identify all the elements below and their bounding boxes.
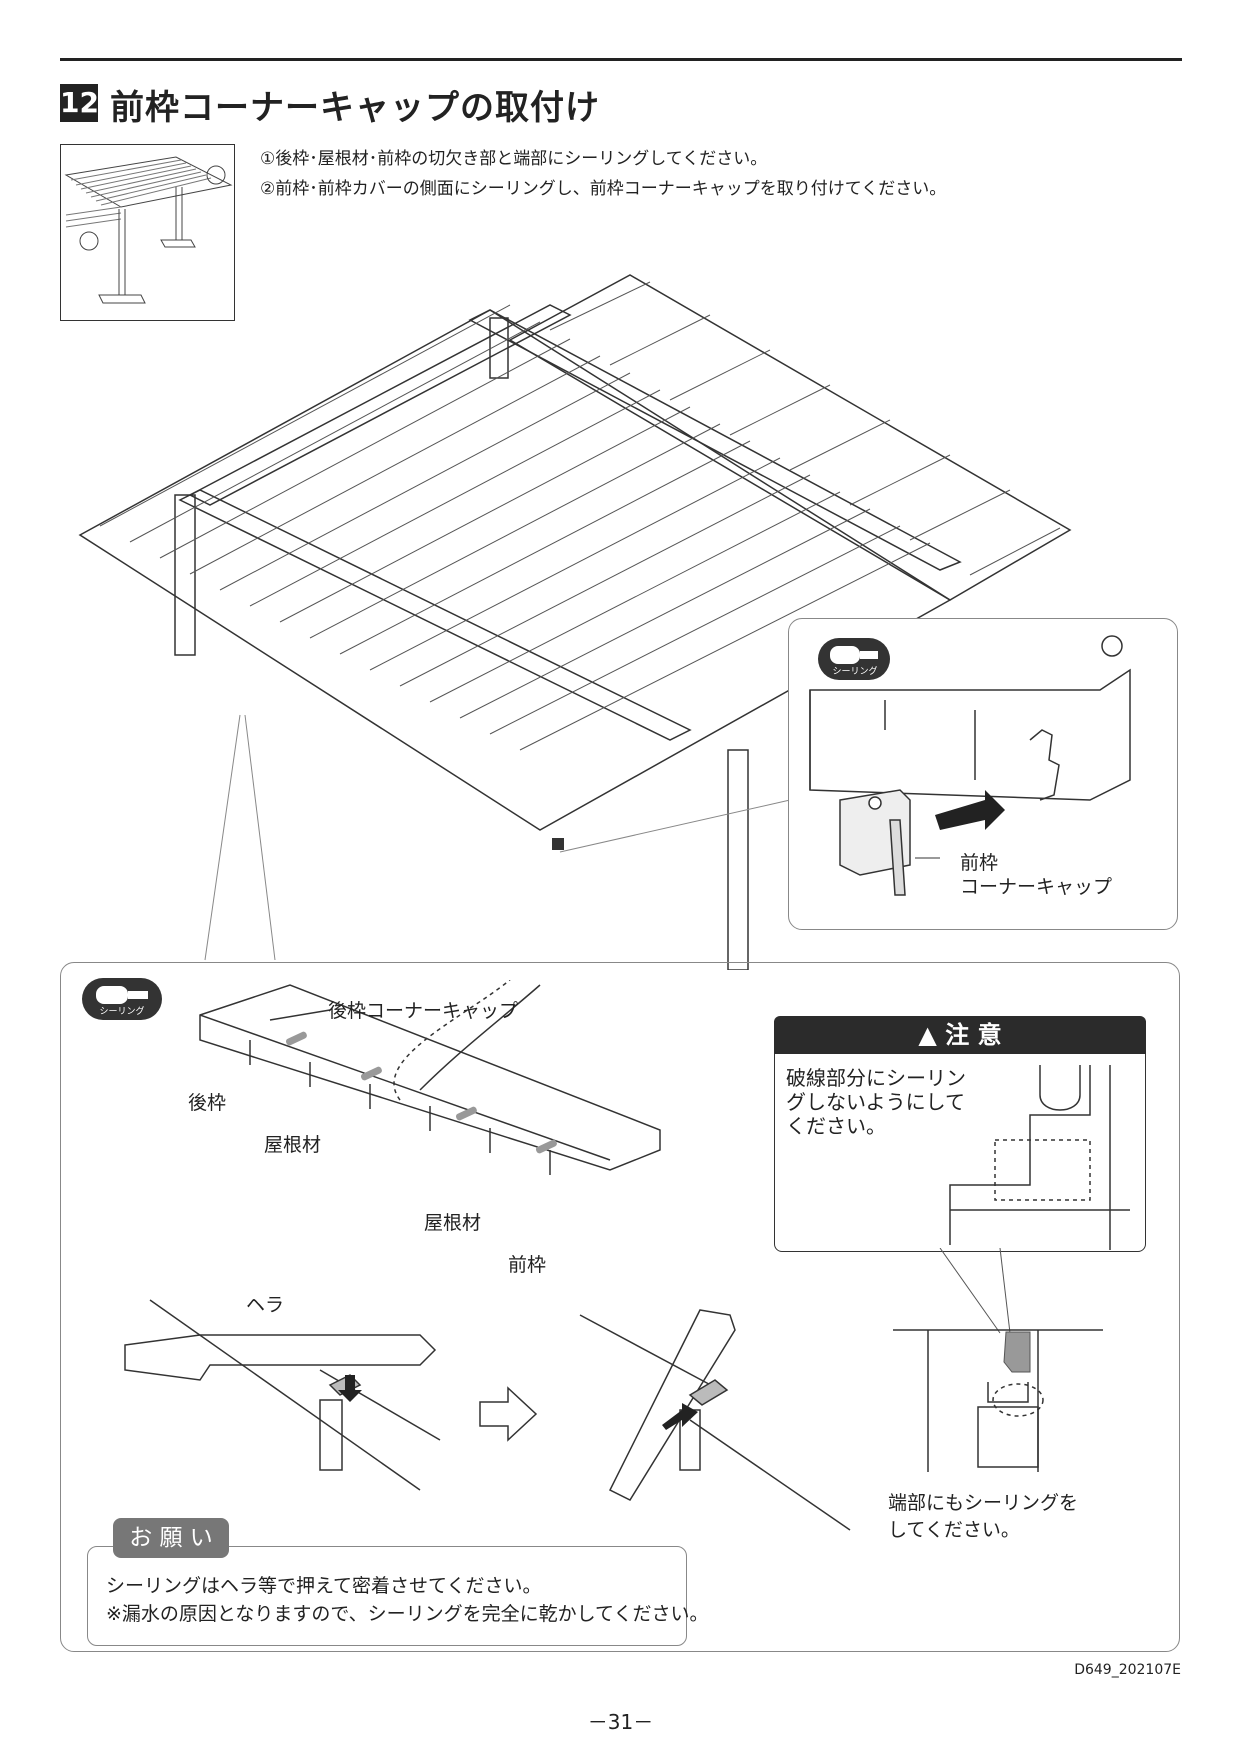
roof-material-label-2: 屋根材 bbox=[424, 1212, 482, 1234]
corner-cap-detail-illustration bbox=[809, 635, 1131, 896]
carport-overview-illustration bbox=[64, 156, 233, 304]
spatula-label: ヘラ bbox=[246, 1294, 285, 1316]
profile-cross-section bbox=[949, 1065, 1130, 1250]
carport-roof-illustration bbox=[78, 274, 1072, 970]
roof-material-label-1: 屋根材 bbox=[264, 1134, 322, 1156]
sealing-badge-top bbox=[818, 638, 890, 680]
sealing-badge-bottom-label: シーリング bbox=[99, 1007, 145, 1017]
front-frame-label: 前枠 bbox=[960, 852, 999, 874]
request-line-1: シーリングはヘラ等で押えて密着させてください。 bbox=[106, 1575, 542, 1597]
instruction-2: ②前枠･前枠カバーの側面にシーリングし、前枠コーナーキャップを取り付けてください… bbox=[260, 179, 947, 199]
sealing-badge-top-label: シーリング bbox=[832, 667, 878, 677]
instruction-1: ①後枠･屋根材･前枠の切欠き部と端部にシーリングしてください。 bbox=[260, 149, 768, 169]
spatula-press-step-2 bbox=[579, 1309, 851, 1531]
sealing-detail-panel bbox=[60, 962, 1180, 1652]
next-step-arrow bbox=[479, 1386, 538, 1442]
end-sealing-note: 端部にもシーリングをしてください。 bbox=[888, 1492, 1079, 1541]
corner-cap-label: コーナーキャップ bbox=[960, 876, 1113, 898]
caution-heading: ▲ 注 意 bbox=[774, 1016, 1146, 1054]
page-number: －31－ bbox=[587, 1710, 654, 1734]
front-frame-bottom-label: 前枠 bbox=[508, 1254, 547, 1276]
rear-corner-cap-label: 後枠コーナーキャップ bbox=[328, 1000, 519, 1022]
sealant-tube-icon bbox=[96, 986, 148, 1004]
frame-sealing-illustration bbox=[199, 980, 661, 1175]
rear-frame-label: 後枠 bbox=[188, 1092, 227, 1114]
document-code: D649_202107E bbox=[1074, 1662, 1181, 1678]
request-box bbox=[87, 1546, 687, 1646]
warning-icon: ▲ bbox=[918, 1021, 937, 1049]
overview-thumbnail bbox=[60, 144, 235, 321]
request-text: シーリングはヘラ等で押えて密着させてください。 ※漏水の原因となりますので、シー… bbox=[106, 1572, 708, 1628]
header-rule bbox=[60, 58, 1182, 61]
request-heading: お 願 い bbox=[113, 1518, 229, 1558]
caution-text: 破線部分にシーリングしないようにしてください。 bbox=[786, 1066, 966, 1138]
end-sealing-cross-section bbox=[893, 1329, 1103, 1472]
step-number: 12 bbox=[60, 84, 99, 122]
sealant-tube-icon bbox=[830, 646, 878, 664]
page-title: 前枠コーナーキャップの取付け bbox=[110, 88, 600, 128]
spatula-press-step-1 bbox=[124, 1299, 441, 1491]
sealing-badge-bottom bbox=[82, 978, 162, 1020]
caution-pointer-lines bbox=[939, 1248, 1011, 1334]
request-line-2: ※漏水の原因となりますので、シーリングを完全に乾かしてください。 bbox=[106, 1603, 709, 1625]
